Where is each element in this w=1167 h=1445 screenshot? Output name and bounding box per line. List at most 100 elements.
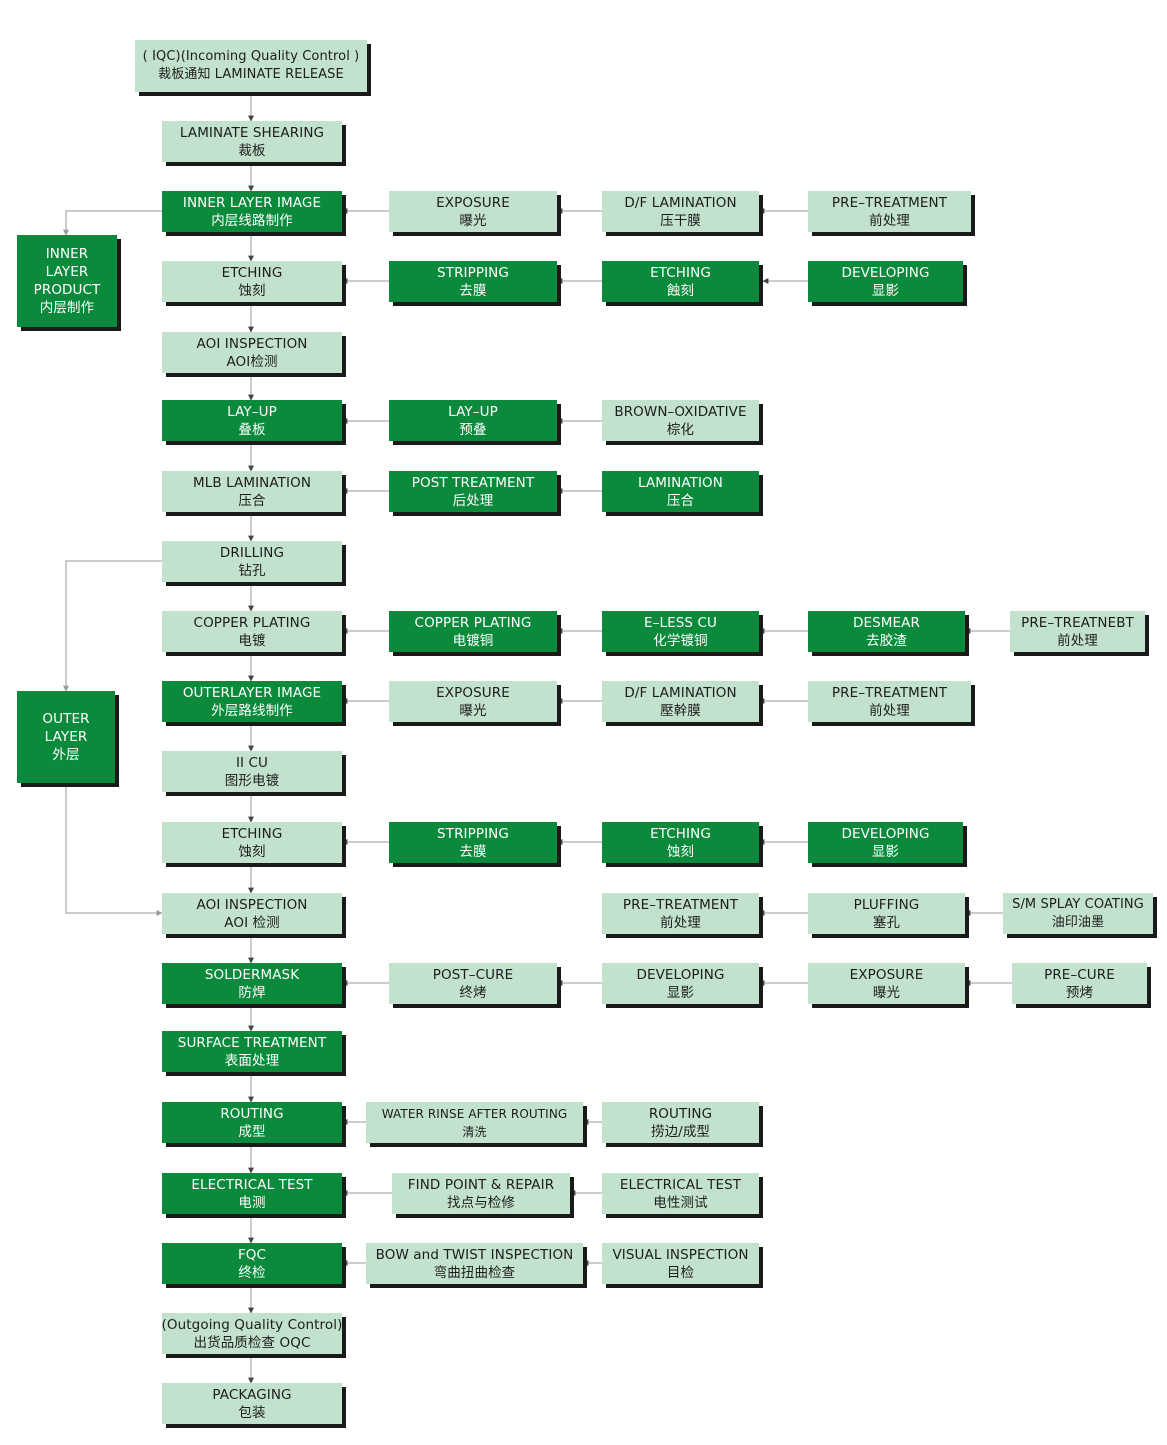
box-label-line: ROUTING	[648, 1105, 713, 1122]
box-label-line: AOI INSPECTION	[196, 896, 308, 913]
box-label-line: 防焊	[238, 984, 266, 1001]
box-label-line: FIND POINT & REPAIR	[407, 1176, 555, 1193]
box-label-line: 包装	[238, 1404, 266, 1421]
box-label-line: S/M SPLAY COATING	[1012, 896, 1144, 912]
process-box-oqc: (Outgoing Quality Control)出货品质检查 OQC	[162, 1313, 342, 1354]
box-label-line: 弯曲扭曲检查	[433, 1264, 516, 1281]
box-label-line: 预烤	[1065, 984, 1094, 1001]
box-label-line: OUTERLAYER IMAGE	[182, 684, 322, 701]
box-label-line: ETCHING	[221, 825, 283, 842]
box-label-line: 去膜	[459, 282, 487, 299]
box-label-line: EXPOSURE	[436, 684, 510, 701]
box-label-line: OUTER	[42, 711, 90, 727]
box-label-line: 终检	[238, 1264, 266, 1281]
box-label-line: ETCHING	[650, 825, 711, 842]
box-label-line: LAYER	[45, 264, 89, 280]
box-label-line: 目检	[666, 1264, 695, 1281]
box-label-line: POST–CURE	[432, 966, 514, 983]
box-label-line: 成型	[238, 1123, 266, 1140]
box-label-line: D/F LAMINATION	[624, 684, 737, 701]
box-label-line: 去膜	[459, 843, 487, 860]
box-label-line: II CU	[235, 754, 269, 771]
box-label-line: 油印油墨	[1051, 914, 1105, 930]
box-label-line: 电镀	[238, 632, 266, 649]
box-label-line: 电镀铜	[452, 632, 494, 649]
box-label-line: 电性测试	[653, 1194, 708, 1211]
box-label-line: (Outgoing Quality Control)	[161, 1316, 343, 1333]
box-label-line: 钻孔	[238, 562, 266, 579]
box-label-line: LAY–UP	[448, 403, 498, 420]
box-label-line: 显影	[871, 843, 900, 860]
box-label-line: ELECTRICAL TEST	[619, 1176, 742, 1193]
box-label-line: AOI 检测	[224, 914, 280, 931]
box-label-line: PRE–TREATMENT	[831, 194, 948, 211]
box-label-line: PLUFFING	[853, 896, 920, 913]
process-box-iqc: ( IQC)(Incoming Quality Control )裁板通知 LA…	[135, 40, 367, 92]
box-label-line: 显影	[666, 984, 695, 1001]
box-label-line: INNER	[45, 246, 89, 262]
box-label-line: ETCHING	[221, 264, 283, 281]
box-label-line: PRE–TREATMENT	[831, 684, 948, 701]
box-label-line: POST TREATMENT	[411, 474, 535, 491]
box-label-line: STRIPPING	[437, 264, 509, 281]
box-label-line: 压干膜	[660, 212, 701, 229]
box-label-line: COPPER PLATING	[193, 614, 311, 631]
box-label-line: DEVELOPING	[636, 966, 725, 983]
box-label-line: 找点与检修	[447, 1194, 515, 1211]
box-label-line: EXPOSURE	[436, 194, 510, 211]
box-label-line: 捞边/成型	[650, 1123, 711, 1140]
box-label-line: AOI INSPECTION	[196, 335, 308, 352]
box-label-line: SOLDERMASK	[204, 966, 300, 983]
box-label-line: 内层制作	[39, 300, 95, 316]
box-label-line: PRE–CURE	[1044, 966, 1115, 983]
box-label-line: 前处理	[1057, 632, 1098, 649]
box-label-line: EXPOSURE	[849, 966, 924, 983]
box-label-line: E–LESS CU	[644, 614, 717, 631]
box-label-line: 蝕刻	[666, 282, 695, 299]
box-label-line: STRIPPING	[437, 825, 509, 842]
box-label-line: BROWN–OXIDATIVE	[614, 403, 747, 420]
box-label-line: ELECTRICAL TEST	[191, 1176, 313, 1193]
box-label-line: PRE–TREATNEBT	[1021, 614, 1134, 631]
box-label-line: 前处理	[869, 212, 910, 229]
box-label-line: LAY–UP	[227, 403, 277, 420]
box-label-line: 显影	[871, 282, 900, 299]
box-label-line: 叠板	[238, 421, 266, 438]
box-label-line: 电测	[238, 1194, 266, 1211]
box-label-line: 压合	[666, 492, 695, 509]
box-label-line: 蚀刻	[238, 282, 266, 299]
box-label-line: 后处理	[452, 492, 494, 509]
box-label-line: 化学镀铜	[653, 632, 708, 649]
